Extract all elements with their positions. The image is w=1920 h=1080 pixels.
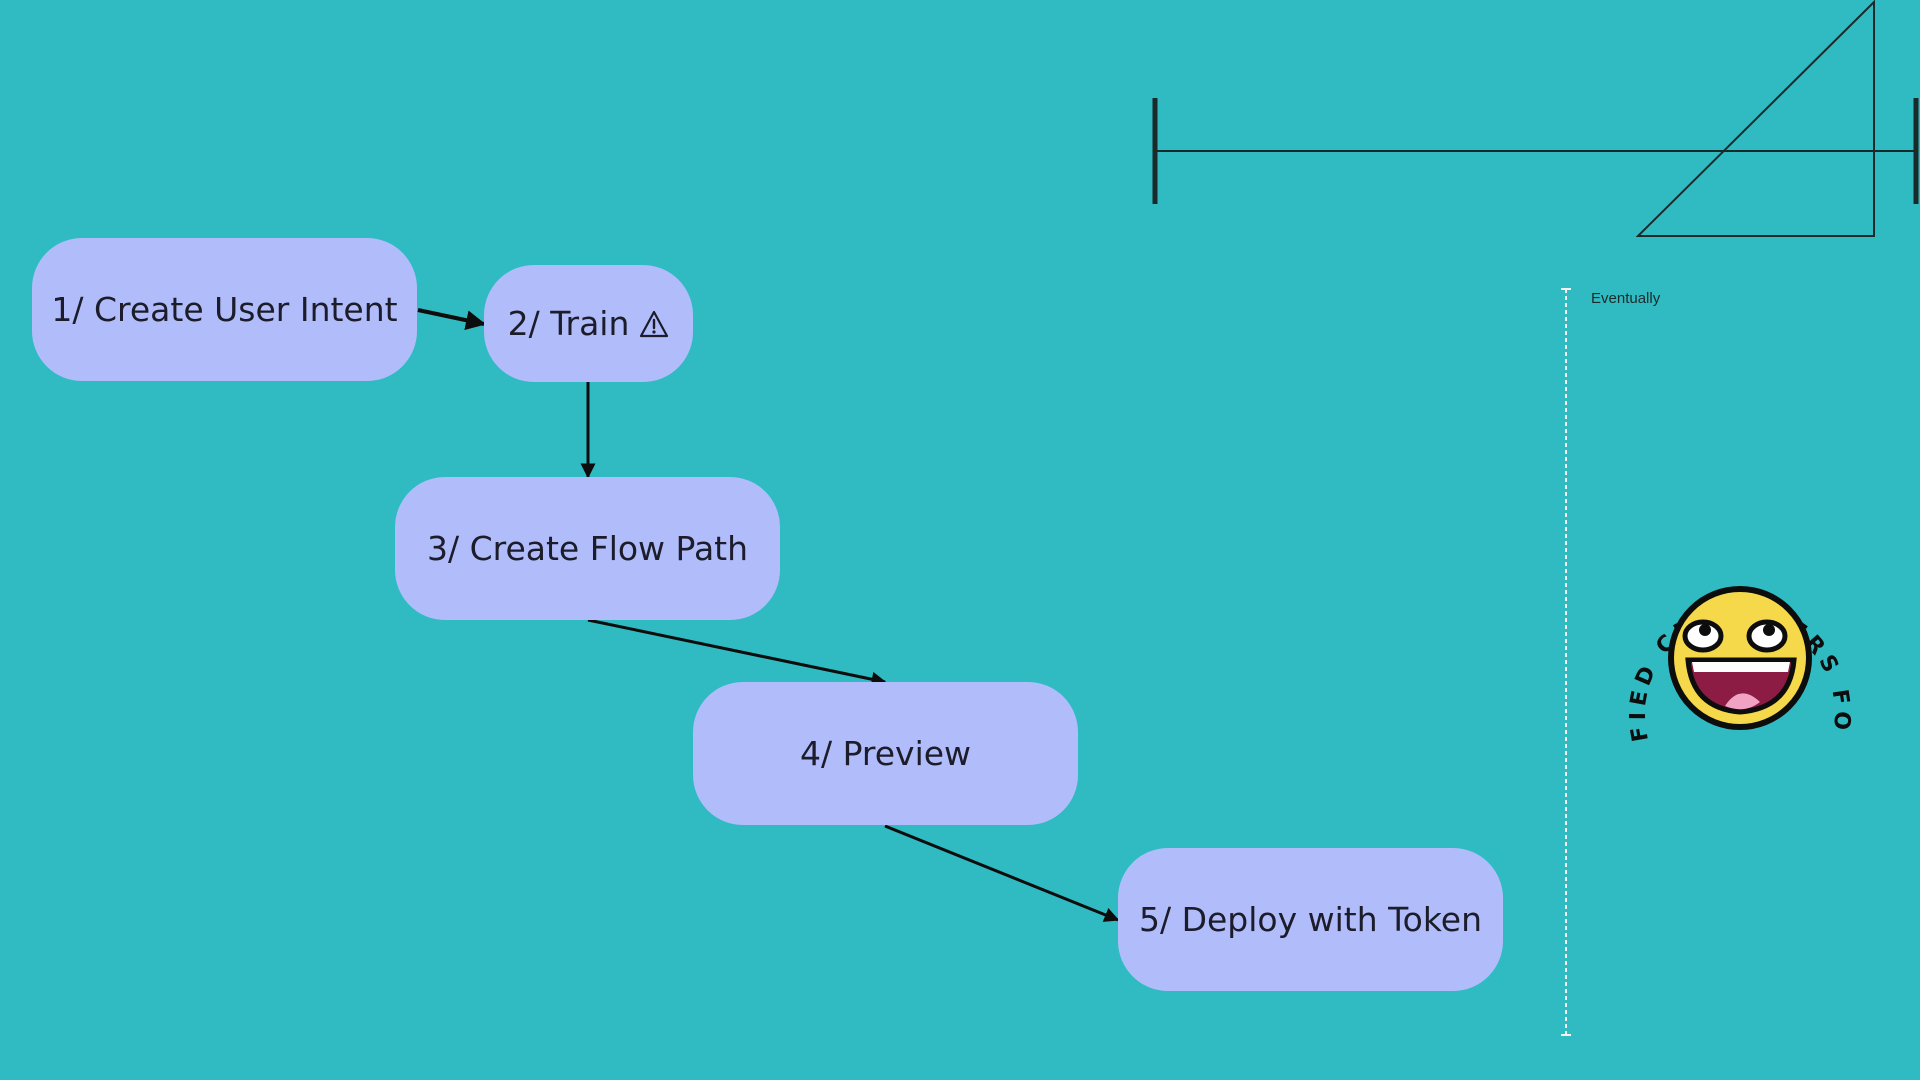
- step-create-user-intent: 1/ Create User Intent: [32, 238, 417, 381]
- warning-icon: [639, 310, 669, 338]
- step-label: 5/ Deploy with Token: [1138, 900, 1483, 939]
- step-create-flow-path: 3/ Create Flow Path: [395, 477, 780, 620]
- smiley-face-icon: [1668, 586, 1812, 730]
- decorative-line-shape: [1152, 0, 1919, 237]
- timeline-label: Eventually: [1591, 290, 1661, 307]
- step-label: 2/ Train: [507, 304, 630, 343]
- step-label: 3/ Create Flow Path: [426, 529, 749, 568]
- step-label: 4/ Preview: [799, 734, 972, 773]
- arrow-4-to-5: [884, 824, 1120, 922]
- arrow-3-to-4: [587, 618, 887, 687]
- timeline: [1561, 288, 1571, 1036]
- step-preview: 4/ Preview: [693, 682, 1078, 825]
- step-train: 2/ Train: [484, 265, 693, 382]
- step-deploy-with-token: 5/ Deploy with Token: [1118, 848, 1503, 991]
- step-label: 1/ Create User Intent: [51, 290, 398, 329]
- flow-arrows: [417, 308, 1120, 922]
- arrow-1-to-2: [417, 308, 486, 331]
